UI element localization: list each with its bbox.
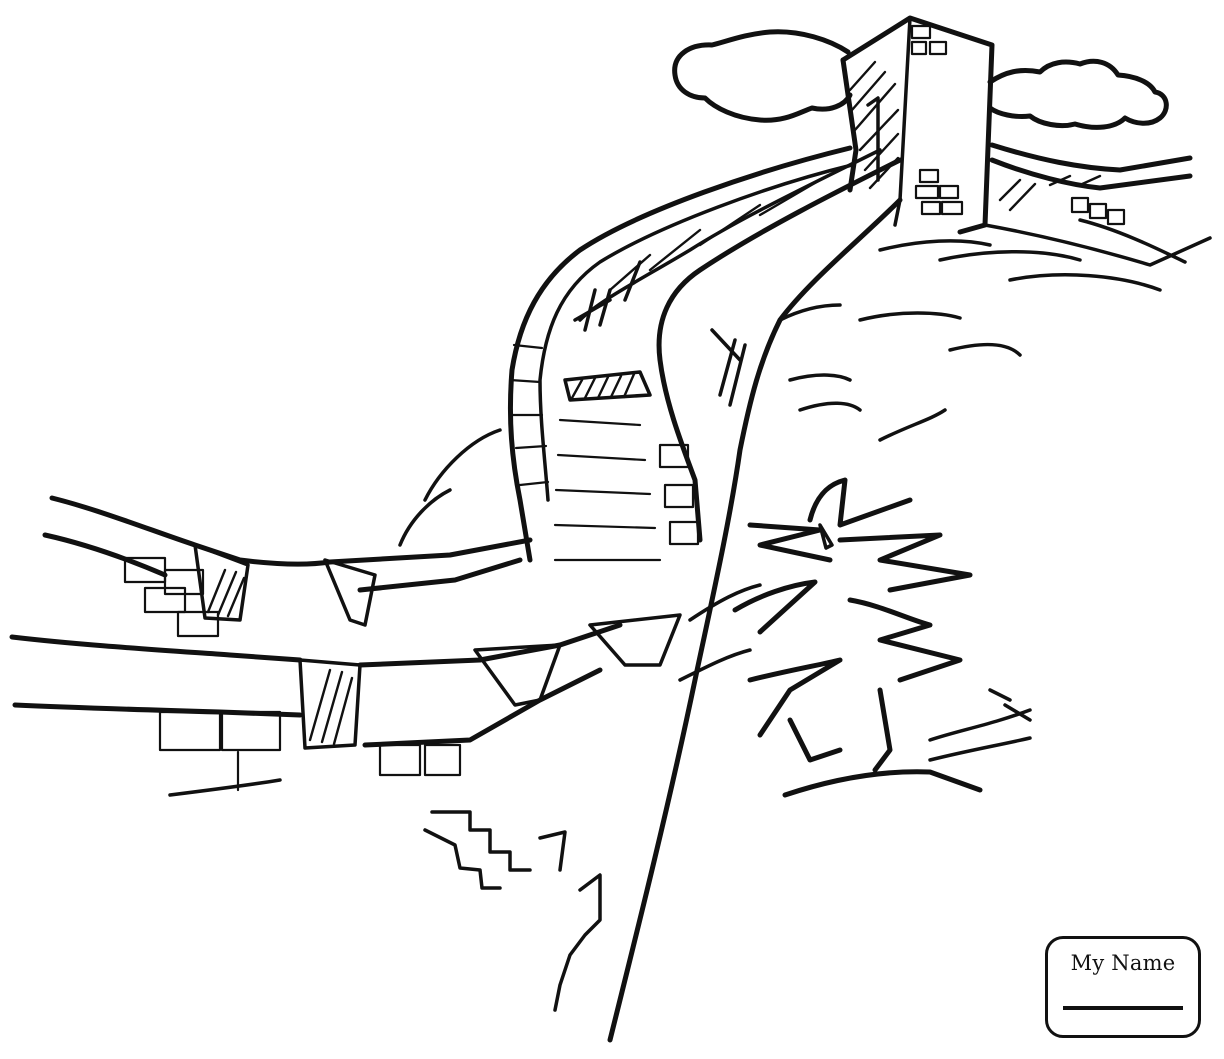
name-write-line[interactable] xyxy=(1063,1006,1183,1010)
hillside-strokes xyxy=(398,218,1187,682)
wall-right-section xyxy=(983,142,1212,267)
pine-bush xyxy=(732,477,1032,798)
name-box[interactable]: My Name xyxy=(1045,936,1201,1038)
lower-wall-sections xyxy=(9,495,682,1012)
cloud-right xyxy=(987,58,1169,130)
watchtower xyxy=(840,15,995,235)
cloud-left xyxy=(672,29,853,123)
main-wall xyxy=(507,145,903,1043)
name-label: My Name xyxy=(1070,951,1176,975)
